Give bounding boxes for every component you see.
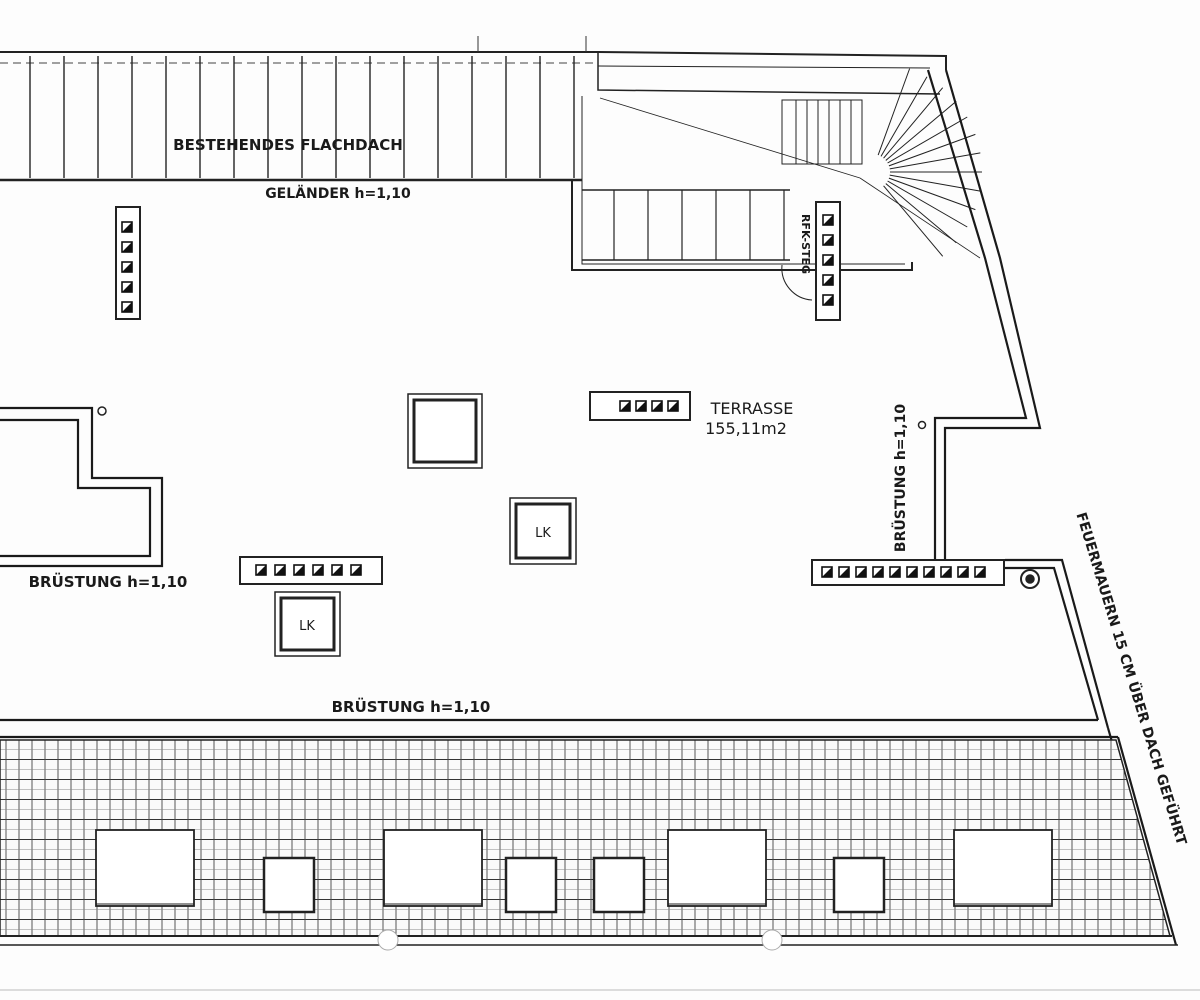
markers	[97, 406, 1040, 589]
vent-square-fill	[122, 262, 132, 272]
vent-square-fill	[839, 567, 849, 577]
vent-square-fill	[823, 215, 833, 225]
marker-circle	[97, 406, 107, 416]
vent-square-fill	[873, 567, 883, 577]
vent-square-fill	[351, 565, 361, 575]
marker-circle	[917, 420, 927, 430]
roof-window-2	[504, 856, 558, 914]
vent-strips	[115, 201, 1005, 586]
skylight-lk-1: LK	[509, 497, 577, 565]
roof-window-4	[832, 856, 886, 914]
terrace-name: TERRASSE	[710, 399, 794, 418]
roof-window-3	[592, 856, 646, 914]
plan-line	[885, 100, 957, 161]
existing-flat-roof	[0, 36, 598, 182]
vent-strip-lower-right	[811, 559, 1005, 586]
stair-treads-winder	[877, 68, 982, 257]
skylight-lk-2: LK	[274, 591, 341, 657]
vent-square-fill	[823, 275, 833, 285]
plan-line	[880, 76, 928, 157]
skylight-large	[407, 393, 483, 469]
vent-square-fill	[668, 401, 678, 411]
vent-square-fill	[856, 567, 866, 577]
plan-line	[889, 152, 981, 170]
skylight-label: LK	[535, 526, 551, 541]
vent-square-fill	[958, 567, 968, 577]
plan-line	[883, 185, 944, 257]
vent-square-fill	[636, 401, 646, 411]
dormer-large-4	[953, 829, 1053, 907]
vent-square-fill	[823, 295, 833, 305]
plan-line	[883, 87, 944, 159]
vent-square-fill	[122, 302, 132, 312]
skylights: LK LK	[274, 393, 577, 657]
vent-square-fill	[890, 567, 900, 577]
roof-windows	[95, 829, 1053, 914]
vent-strip-vertical-right	[815, 201, 841, 321]
dormer-large-2	[383, 829, 483, 907]
plan-line	[877, 68, 911, 156]
railing-label: GELÄNDER h=1,10	[265, 185, 411, 202]
stair-treads-upper	[795, 100, 852, 164]
dormer-large-1	[95, 829, 195, 907]
plan-line	[888, 133, 976, 167]
vent-square-fill	[823, 235, 833, 245]
flat-roof-ribs	[29, 56, 575, 178]
vent-square-fill	[924, 567, 934, 577]
terrace-area: 155,11m2	[705, 419, 787, 438]
vent-square-fill	[122, 242, 132, 252]
vent-square-fill	[907, 567, 917, 577]
vent-square-fill	[122, 282, 132, 292]
vent-square-fill	[823, 255, 833, 265]
plan-line	[885, 183, 957, 244]
roof-window-1	[262, 856, 316, 914]
dormer-large-3	[667, 829, 767, 907]
parapet-left-label: BRÜSTUNG h=1,10	[29, 572, 188, 591]
vent-square-fill	[294, 565, 304, 575]
stair-area	[571, 51, 982, 301]
vent-square-fill	[822, 567, 832, 577]
parapet-right-label: BRÜSTUNG h=1,10	[891, 404, 909, 552]
vent-square-fill	[332, 565, 342, 575]
stair-treads-lower	[613, 190, 785, 260]
vent-square-fill	[941, 567, 951, 577]
gutter-outlets	[377, 929, 783, 951]
plan-line	[888, 177, 976, 211]
vent-square-fill	[975, 567, 985, 577]
vent-square-fill	[620, 401, 630, 411]
flat-roof-label: BESTEHENDES FLACHDACH	[173, 136, 403, 154]
plan-line	[887, 180, 968, 228]
vent-strip-vertical-left	[115, 206, 141, 320]
stair-label: RFK-STEG	[799, 214, 812, 274]
vent-square-fill	[652, 401, 662, 411]
vent-square-fill	[313, 565, 323, 575]
plan-line	[889, 174, 981, 192]
vent-square-fill	[122, 222, 132, 232]
terrace-boundary	[0, 69, 1178, 946]
plan-line	[887, 116, 968, 164]
vent-square-fill	[256, 565, 266, 575]
vent-strip-lower-left	[239, 556, 383, 585]
vent-square-fill	[275, 565, 285, 575]
skylight-label: LK	[299, 619, 315, 634]
parapet-bottom-label: BRÜSTUNG h=1,10	[332, 697, 491, 716]
vent-strip-center	[589, 391, 691, 421]
